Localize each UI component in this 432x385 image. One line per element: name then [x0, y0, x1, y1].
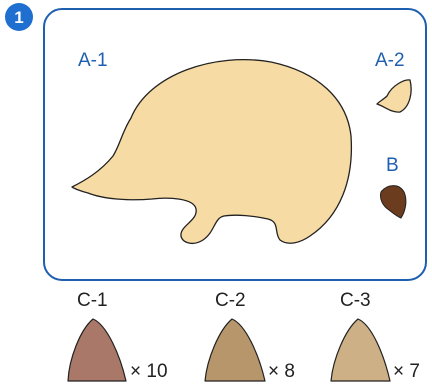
extra-piece-c2: C-2 × 8 [205, 290, 295, 382]
extra-piece-c2-label: C-2 [215, 290, 246, 311]
extra-piece-c2-quantity: × 8 [268, 361, 295, 382]
extra-piece-c3-label: C-3 [340, 290, 371, 311]
piece-a2-label: A-2 [375, 50, 405, 71]
step-number: 1 [14, 8, 23, 27]
extra-piece-c1-quantity: × 10 [130, 361, 168, 382]
extra-piece-c3: C-3 × 7 [331, 290, 420, 382]
extra-piece-c1-label: C-1 [77, 290, 108, 311]
piece-b-label: B [386, 155, 399, 176]
triangle-c1-shape [68, 319, 126, 381]
triangle-c3-shape [331, 319, 390, 381]
piece-a1-label: A-1 [78, 50, 108, 71]
extra-piece-c3-quantity: × 7 [393, 361, 420, 382]
extra-piece-c1: C-1 × 10 [68, 290, 168, 382]
triangle-c2-shape [205, 319, 265, 381]
step-badge: 1 [5, 3, 33, 31]
